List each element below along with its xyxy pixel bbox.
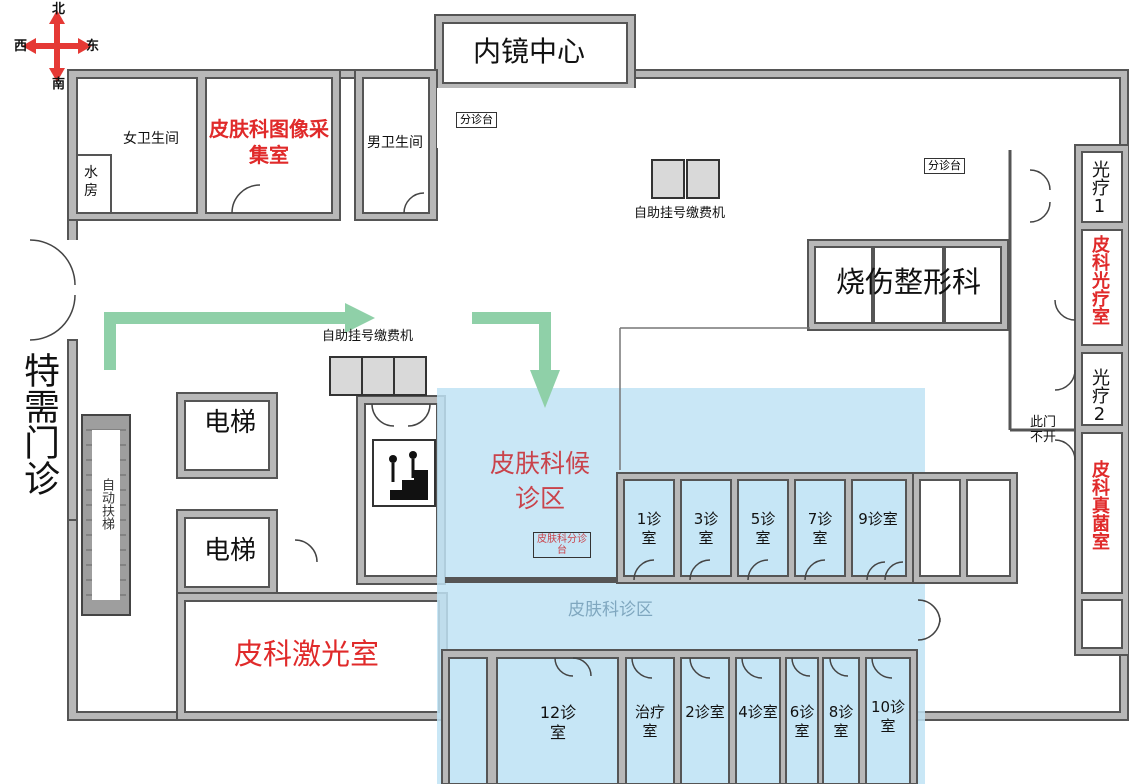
- consult-room-6: 6诊室: [789, 703, 815, 740]
- burn-dept-room: [814, 246, 1002, 324]
- elevator-2-label: 电梯: [204, 536, 257, 566]
- light-therapy-1-room: [1081, 151, 1123, 223]
- consult-room-4: 4诊室: [738, 703, 778, 721]
- elevator-1: [184, 400, 270, 471]
- imaging-room: [205, 77, 333, 214]
- light-therapy-1-label: 光疗1: [1089, 160, 1110, 217]
- endoscopy-label: 内镜中心: [473, 35, 586, 68]
- compass-east: 东: [86, 39, 100, 54]
- kiosk-machine-mid-3: [393, 356, 427, 396]
- light-therapy-room: [1081, 229, 1123, 346]
- consult-room-8: 8诊室: [828, 703, 854, 740]
- top-corridor: [437, 88, 1019, 148]
- men-wc-label: 男卫生间: [367, 135, 423, 151]
- clinic-area-label: 皮肤科诊区: [568, 600, 653, 620]
- kiosk-top-label: 自助挂号缴费机: [634, 206, 726, 221]
- waiting-area-label: 皮肤科候诊区: [489, 449, 590, 513]
- consult-room-5: 5诊室: [750, 510, 776, 547]
- triage-desk-right: 分诊台: [924, 158, 965, 175]
- consult-room-1: 1诊室: [636, 510, 662, 547]
- fungus-room-label: 皮科真菌室: [1089, 460, 1110, 550]
- compass-north: 北: [52, 2, 66, 17]
- escalator-label: 自动扶梯: [99, 478, 114, 530]
- water-room: [76, 154, 112, 214]
- consult-room-9: 9诊室: [858, 510, 898, 528]
- consult-room-7: 7诊室: [807, 510, 833, 547]
- light-therapy-room-label: 皮科光疗室: [1089, 235, 1110, 325]
- derm-triage-desk: 皮肤科分诊台: [533, 532, 591, 558]
- burn-dept-label: 烧伤整形科: [836, 265, 982, 299]
- light-therapy-2-label: 光疗2: [1089, 368, 1110, 425]
- triage-desk-top: 分诊台: [456, 112, 497, 129]
- compass-rose: [22, 10, 92, 82]
- treatment-room: 治疗室: [634, 703, 665, 740]
- compass-south: 南: [52, 77, 66, 92]
- consult-room-10: 10诊室: [870, 698, 906, 735]
- fungus-room: [1081, 432, 1123, 594]
- light-therapy-2-room: [1081, 352, 1123, 426]
- kiosk-mid-label: 自助挂号缴费机: [322, 329, 414, 344]
- consult-room-12: 12诊室: [539, 703, 577, 742]
- special-clinic-wall: [67, 339, 78, 521]
- elevator-2: [184, 517, 270, 588]
- endoscopy-room: [442, 22, 628, 84]
- kiosk-machine-mid-1: [329, 356, 363, 396]
- kiosk-machine-mid-2: [361, 356, 395, 396]
- water-room-label: 水房: [84, 165, 98, 199]
- consult-room-2: 2诊室: [685, 703, 725, 721]
- compass-west: 西: [14, 39, 28, 54]
- right-small-room: [1081, 599, 1123, 649]
- elevator-1-label: 电梯: [204, 408, 257, 438]
- door-closed-sign: 此门不开: [1030, 415, 1057, 445]
- special-clinic-label: 特需门诊: [18, 352, 59, 496]
- kiosk-machine-top-2: [686, 159, 720, 199]
- men-wc: [362, 77, 430, 214]
- women-wc-label: 女卫生间: [123, 131, 179, 147]
- route-arrow-1: [104, 312, 350, 370]
- kiosk-machine-top-1: [651, 159, 685, 199]
- laser-room-label: 皮科激光室: [234, 637, 380, 671]
- consult-room-3: 3诊室: [693, 510, 719, 547]
- imaging-room-label: 皮肤科图像采集室: [209, 117, 329, 167]
- route-arrow-2: [472, 312, 551, 375]
